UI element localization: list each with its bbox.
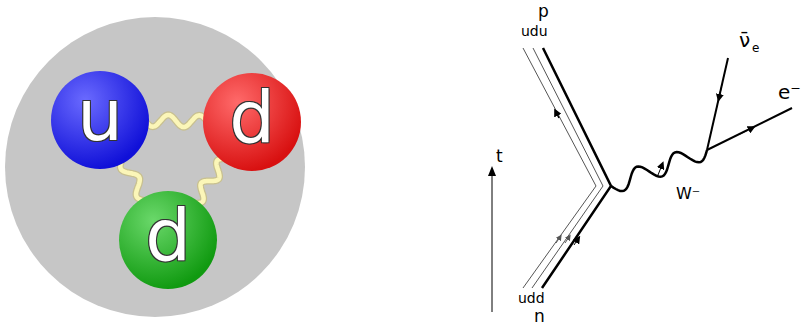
hadron-circle — [5, 17, 305, 317]
particle-label: ν̄ — [739, 30, 750, 50]
gluon-line — [194, 159, 226, 204]
quark-content: udd — [518, 291, 545, 305]
time-axis — [492, 172, 493, 312]
boson-label: W⁻ — [676, 186, 700, 202]
quark-lines — [523, 48, 611, 288]
up-quark-circle: u — [51, 71, 149, 169]
particle-label: n — [534, 308, 545, 325]
down-quark-circle: d — [203, 73, 301, 171]
gluon-line — [120, 159, 146, 201]
w-boson-line — [611, 150, 707, 191]
antineutrino-line — [707, 58, 728, 150]
down-quark-circle: d — [119, 191, 217, 289]
w-arrow — [658, 165, 662, 175]
time-arrow — [488, 166, 496, 176]
antineutrino-arrow — [719, 84, 722, 98]
quark-letter: d — [145, 199, 191, 271]
axis-label: t — [496, 148, 503, 165]
electron-arrow — [740, 128, 752, 134]
electron-line — [707, 108, 792, 150]
quark-content: udu — [521, 24, 548, 38]
particle-label: e⁻ — [778, 82, 801, 102]
particle-label: p — [538, 3, 549, 20]
particle-subscript: e — [752, 42, 759, 54]
quark-letter: d — [229, 81, 275, 153]
gluon-line — [145, 115, 207, 127]
quark-letter: u — [77, 79, 123, 151]
